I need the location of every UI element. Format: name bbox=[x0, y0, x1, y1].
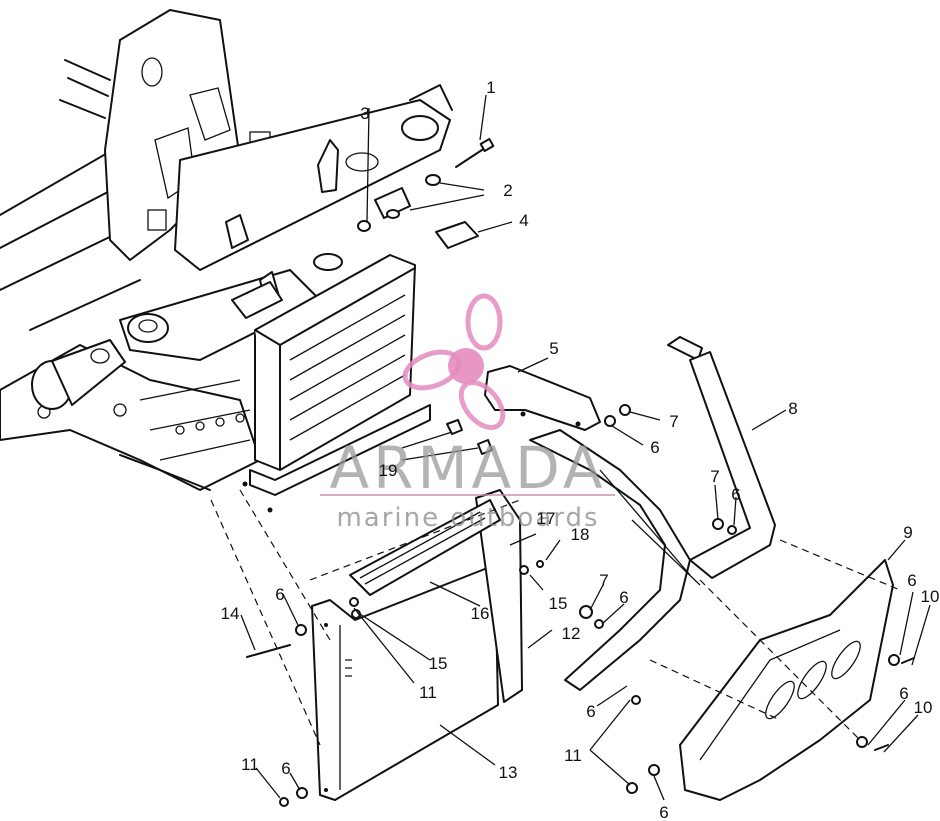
shroud-13 bbox=[246, 489, 660, 807]
callout-8: 8 bbox=[788, 399, 797, 418]
callout-labels: 1 2 3 4 5 6 6 6 6 6 6 6 6 6 7 7 7 8 9 10… bbox=[221, 78, 940, 821]
callout-16: 16 bbox=[471, 604, 490, 623]
callout-15a: 15 bbox=[429, 654, 448, 673]
callout-10b: 10 bbox=[914, 698, 933, 717]
callout-6h: 6 bbox=[275, 585, 284, 604]
watermark-title: ARMADA bbox=[329, 434, 606, 502]
callout-6f: 6 bbox=[586, 702, 595, 721]
callout-15b: 15 bbox=[549, 594, 568, 613]
bumper-8 bbox=[529, 336, 776, 691]
callout-6a: 6 bbox=[650, 438, 659, 457]
callout-6d: 6 bbox=[899, 684, 908, 703]
armada-watermark: ARMADA marine outboards bbox=[320, 293, 615, 533]
callout-5: 5 bbox=[549, 339, 558, 358]
callout-6c: 6 bbox=[907, 571, 916, 590]
callout-13: 13 bbox=[499, 763, 518, 782]
callout-12: 12 bbox=[562, 624, 581, 643]
mount-hardware bbox=[357, 138, 495, 249]
callout-2: 2 bbox=[503, 181, 512, 200]
watermark-subtitle: marine outboards bbox=[336, 503, 599, 533]
callout-17: 17 bbox=[537, 509, 556, 528]
callout-6e: 6 bbox=[619, 588, 628, 607]
callout-18: 18 bbox=[571, 525, 590, 544]
callout-6g: 6 bbox=[659, 803, 668, 821]
bracket-5 bbox=[446, 365, 631, 455]
radiator bbox=[231, 253, 431, 513]
callout-6i: 6 bbox=[281, 759, 290, 778]
callout-4: 4 bbox=[519, 211, 528, 230]
leader-lines bbox=[210, 94, 931, 801]
callout-6b: 6 bbox=[731, 485, 740, 504]
callout-19: 19 bbox=[379, 461, 398, 480]
callout-10a: 10 bbox=[921, 587, 940, 606]
armada-propeller-logo bbox=[402, 293, 506, 430]
callout-3: 3 bbox=[360, 104, 369, 123]
callout-7a: 7 bbox=[669, 412, 678, 431]
skid-plate-9 bbox=[679, 559, 915, 801]
callout-9: 9 bbox=[903, 523, 912, 542]
callout-1: 1 bbox=[486, 78, 495, 97]
callout-11b: 11 bbox=[564, 746, 582, 765]
callout-7c: 7 bbox=[599, 571, 608, 590]
callout-11a: 11 bbox=[419, 683, 437, 702]
callout-14: 14 bbox=[221, 604, 240, 623]
chassis-frame bbox=[0, 9, 453, 491]
callout-11c: 11 bbox=[241, 755, 259, 774]
callout-7b: 7 bbox=[710, 467, 719, 486]
